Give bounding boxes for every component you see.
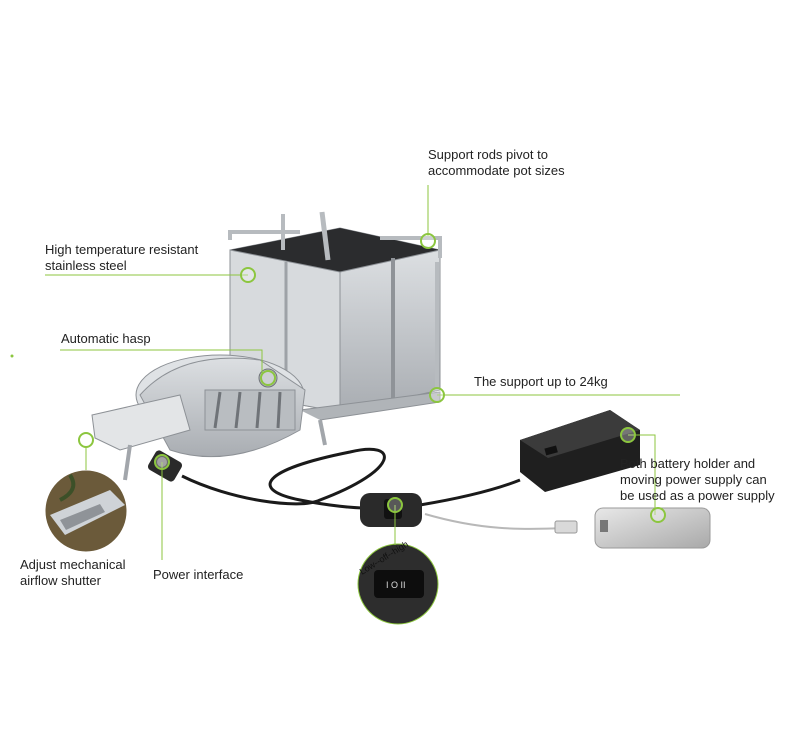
support-rods-line-2: accommodate pot sizes (428, 163, 565, 178)
battery-line-3: be used as a power supply (620, 488, 775, 503)
battery-label: Both battery holder and moving power sup… (620, 456, 775, 504)
callout-lines (45, 185, 680, 560)
power-interface-label: Power interface (153, 567, 243, 583)
airflow-line-2: airflow shutter (20, 573, 101, 588)
hasp-text: Automatic hasp (61, 331, 151, 346)
stainless-line-1: High temperature resistant (45, 242, 199, 257)
power-cables (181, 447, 578, 534)
power-interface-text: Power interface (153, 567, 244, 582)
stainless-steel-label: High temperature resistant stainless ste… (45, 242, 198, 274)
support-rods-line-1: Support rods pivot to (428, 147, 548, 162)
battery-line-2: moving power supply can (620, 472, 767, 487)
support-rods-label: Support rods pivot to accommodate pot si… (428, 147, 565, 179)
power-bank (594, 507, 711, 549)
airflow-inset (42, 467, 130, 555)
airflow-line-1: Adjust mechanical (20, 557, 126, 572)
stainless-line-2: stainless steel (45, 258, 127, 273)
callout-markers (78, 233, 666, 523)
stray-dot (10, 354, 14, 358)
switch-symbols: I O II (386, 580, 406, 590)
airflow-shutter-label: Adjust mechanical airflow shutter (20, 557, 126, 589)
support-weight-label: The support up to 24kg (474, 374, 608, 390)
automatic-hasp-label: Automatic hasp (61, 331, 151, 347)
switch-inset (357, 543, 439, 625)
battery-line-1: Both battery holder and (620, 456, 756, 471)
battery-holder (520, 410, 640, 492)
support-weight-text: The support up to 24kg (474, 374, 608, 389)
